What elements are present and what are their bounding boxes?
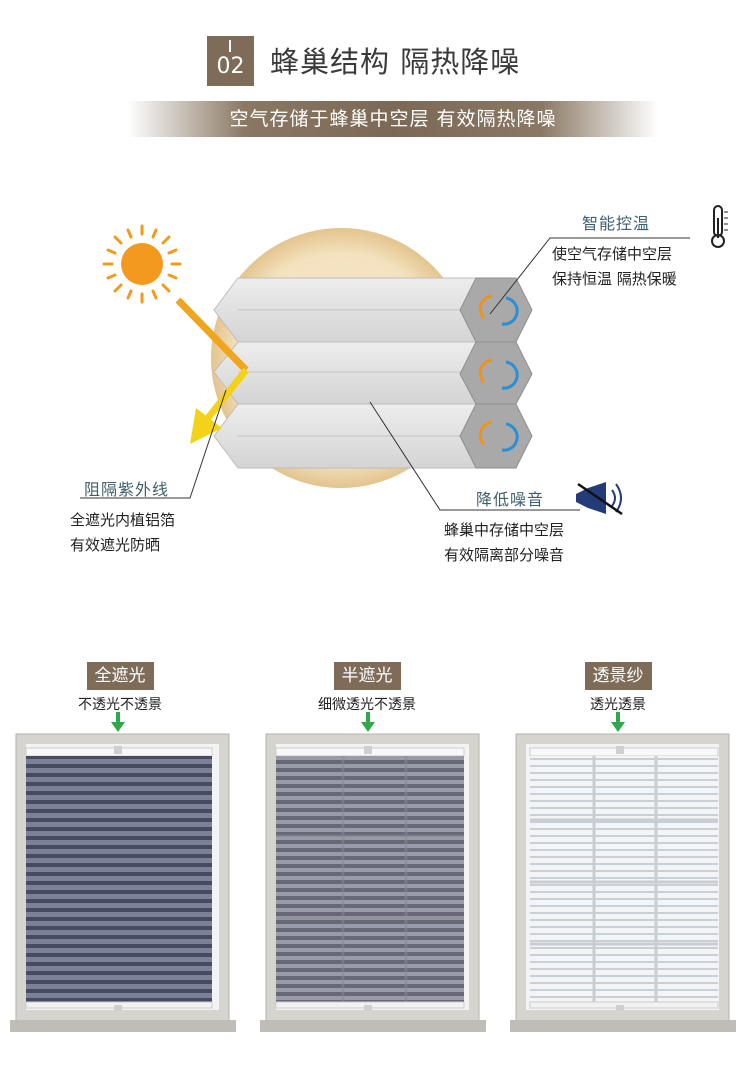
sun-icon — [102, 224, 182, 304]
section-title: 蜂巢结构 隔热降噪 — [270, 45, 521, 79]
smart-label: 智能控温 — [582, 214, 651, 233]
product-desc: 不透光不透景 — [78, 697, 162, 713]
product-name: 半遮光 — [333, 662, 401, 690]
reflect-ray — [205, 367, 249, 421]
product-blackout: 全遮光 不透光不透景 — [68, 662, 172, 714]
honeycomb-diagram — [80, 205, 728, 516]
product-semi-blackout: 半遮光 细微透光不透景 — [302, 662, 432, 714]
noise-label: 降低噪音 — [476, 490, 545, 509]
section-number-badge: 02 — [207, 36, 254, 86]
window-illustrations — [10, 733, 736, 1032]
product-name: 透景纱 — [584, 662, 652, 690]
muted-speaker-icon — [576, 482, 623, 516]
uv-label: 阻隔紫外线 — [84, 480, 170, 499]
hex-cells — [459, 277, 533, 469]
product-desc: 细微透光不透景 — [318, 697, 416, 713]
noise-leader-line — [369, 401, 580, 511]
section-subtitle: 空气存储于蜂巢中空层 有效隔热降噪 — [229, 108, 557, 130]
window-sheer — [510, 733, 736, 1032]
uv-leader-line — [80, 389, 227, 499]
smart-desc: 使空气存储中空层 保持恒温 隔热保暖 — [552, 242, 677, 292]
noise-desc: 蜂巢中存储中空层 有效隔离部分噪音 — [444, 518, 564, 568]
section-number: 02 — [216, 54, 245, 79]
sun-ray — [175, 297, 249, 373]
uv-desc-line1: 全遮光内植铝箔 — [70, 511, 176, 529]
product-name: 全遮光 — [86, 662, 154, 690]
noise-desc-line1: 蜂巢中存储中空层 — [444, 521, 565, 539]
smart-leader-line — [489, 237, 690, 315]
window-semi-blackout — [260, 733, 486, 1032]
down-arrow-icon — [111, 712, 125, 732]
noise-desc-line2: 有效隔离部分噪音 — [444, 546, 565, 564]
smart-desc-line2: 保持恒温 隔热保暖 — [552, 270, 677, 288]
thermometer-icon — [711, 205, 728, 248]
uv-desc: 全遮光内植铝箔 有效遮光防晒 — [70, 508, 175, 558]
down-arrows — [111, 712, 625, 732]
product-desc: 透光透景 — [590, 697, 646, 713]
smart-desc-line1: 使空气存储中空层 — [552, 245, 673, 263]
product-sheer: 透景纱 透光透景 — [570, 662, 666, 714]
uv-desc-line2: 有效遮光防晒 — [70, 536, 161, 554]
reflect-arrow-head — [190, 408, 222, 444]
down-arrow-icon — [611, 712, 625, 732]
subtitle-band — [128, 101, 658, 137]
window-blackout — [10, 733, 236, 1032]
honeycomb-slats — [213, 277, 477, 469]
down-arrow-icon — [361, 712, 375, 732]
